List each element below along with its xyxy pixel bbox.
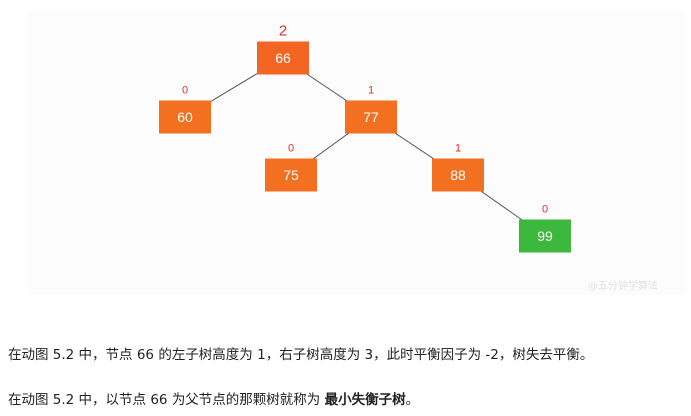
node-box — [257, 41, 309, 75]
balance-factor-label: 1 — [368, 85, 374, 97]
watermark: @五分钟学算法 — [588, 281, 658, 292]
node-box — [345, 100, 397, 134]
node-value: 99 — [537, 228, 553, 244]
paragraph-min-unbalanced-subtree: 在动图 5.2 中，以节点 66 为父节点的那颗树就称为 最小失衡子树。 — [8, 388, 419, 408]
tree-node-60: 60 0 — [159, 85, 211, 134]
node-value: 66 — [275, 50, 291, 66]
balance-factor-label: 0 — [542, 204, 548, 216]
node-box — [519, 219, 571, 253]
balance-factor-label: 0 — [182, 85, 188, 97]
node-value: 60 — [177, 109, 193, 125]
paragraph-text: 在动图 5.2 中，以节点 66 为父节点的那颗树就称为 — [8, 392, 325, 408]
node-box — [265, 158, 317, 192]
tree-node-75: 75 0 — [265, 143, 317, 192]
balance-factor-label: 1 — [455, 143, 461, 155]
bold-term: 最小失衡子树 — [324, 392, 406, 408]
node-value: 75 — [283, 167, 299, 183]
tree-node-66: 66 2 — [257, 23, 309, 75]
tree-node-99: 99 0 — [519, 204, 571, 253]
node-box — [159, 100, 211, 134]
tree-diagram: 66 2 60 0 77 1 75 0 88 1 99 0 — [159, 23, 571, 253]
node-value: 77 — [363, 109, 379, 125]
node-value: 88 — [450, 167, 466, 183]
tree-node-77: 77 1 — [345, 85, 397, 134]
tree-node-88: 88 1 — [432, 143, 484, 192]
balance-factor-label: 2 — [279, 23, 287, 40]
paragraph-end: 。 — [405, 392, 420, 408]
node-box — [432, 158, 484, 192]
balance-factor-label: 0 — [288, 143, 294, 155]
paragraph-balance-factor: 在动图 5.2 中，节点 66 的左子树高度为 1，右子树高度为 3，此时平衡因… — [8, 347, 594, 363]
tree-figure — [28, 10, 685, 295]
